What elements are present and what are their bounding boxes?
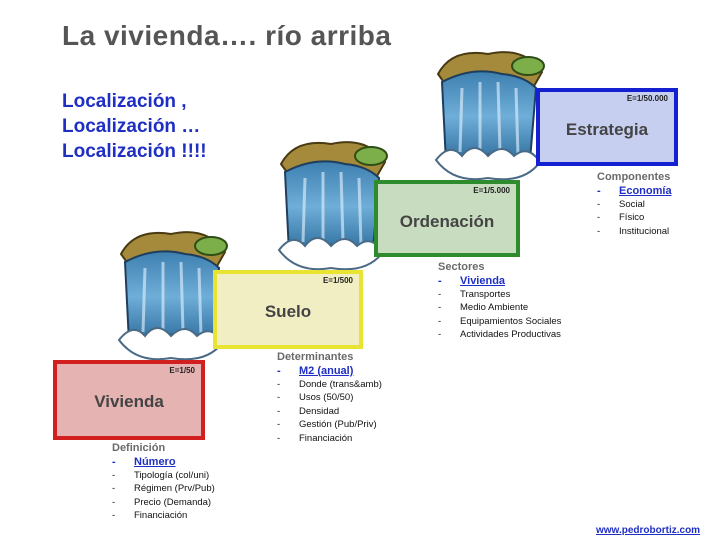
list-item: -Economía xyxy=(597,185,672,197)
page-title: La vivienda…. río arriba xyxy=(62,20,392,51)
list-componentes: Componentes -Economía -Social -Físico -I… xyxy=(597,171,672,238)
localizacion-line-1: Localización , xyxy=(62,91,187,112)
list-item: -Donde (trans&amb) xyxy=(277,379,382,390)
waterfall-icon xyxy=(434,51,545,181)
step-name: Estrategia xyxy=(565,120,649,139)
list-item: -Financiación xyxy=(112,510,188,522)
list-item: -M2 (anual) xyxy=(277,365,354,377)
list-sectores: Sectores -Vivienda -Transportes -Medio A… xyxy=(438,261,561,342)
step-vivienda: E=1/50 Vivienda xyxy=(53,360,205,440)
step-name: Vivienda xyxy=(94,392,164,411)
localizacion-line-3: Localización !!!! xyxy=(62,141,207,162)
scale-label: E=1/50.000 xyxy=(626,94,668,103)
scale-label: E=1/500 xyxy=(322,276,353,285)
step-estrategia: E=1/50.000 Estrategia xyxy=(536,88,678,166)
waterfall-icon xyxy=(117,231,228,361)
list-item: -Físico xyxy=(597,212,645,224)
list-item: -Usos (50/50) xyxy=(277,392,354,404)
localizacion-line-2: Localización … xyxy=(62,116,201,137)
list-item: -Financiación xyxy=(277,432,353,444)
list-heading: Determinantes xyxy=(277,351,354,363)
list-item: -Tipología (col/uni) xyxy=(112,470,210,481)
waterfall-icon xyxy=(277,141,388,271)
step-ordenacion: E=1/5.000 Ordenación xyxy=(374,180,520,257)
list-item: -Social xyxy=(597,199,645,210)
scale-label: E=1/50 xyxy=(169,366,195,375)
list-determinantes: Determinantes -M2 (anual) -Donde (trans&… xyxy=(277,351,382,445)
list-item: -Vivienda xyxy=(438,275,506,287)
list-item: -Transportes xyxy=(438,289,511,300)
list-item: -Gestión (Pub/Priv) xyxy=(277,419,377,431)
list-item: -Institucional xyxy=(597,225,670,237)
list-heading: Componentes xyxy=(597,171,671,183)
step-suelo: E=1/500 Suelo xyxy=(213,270,363,349)
list-heading: Definición xyxy=(112,442,166,454)
list-heading: Sectores xyxy=(438,261,485,273)
list-item: -Régimen (Prv/Pub) xyxy=(112,483,215,495)
website-link[interactable]: www.pedrobortiz.com xyxy=(596,525,701,536)
list-item: -Equipamientos Sociales xyxy=(438,315,562,327)
step-name: Ordenación xyxy=(399,212,495,231)
scale-label: E=1/5.000 xyxy=(473,186,510,195)
list-definicion: Definición -Número -Tipología (col/uni) … xyxy=(112,442,215,523)
list-item: -Actividades Productivas xyxy=(438,329,561,341)
step-name: Suelo xyxy=(264,302,312,321)
list-item: -Medio Ambiente xyxy=(438,302,529,314)
list-item: -Densidad xyxy=(277,405,340,417)
list-item: -Número xyxy=(112,456,176,468)
list-item: -Precio (Demanda) xyxy=(112,496,212,508)
